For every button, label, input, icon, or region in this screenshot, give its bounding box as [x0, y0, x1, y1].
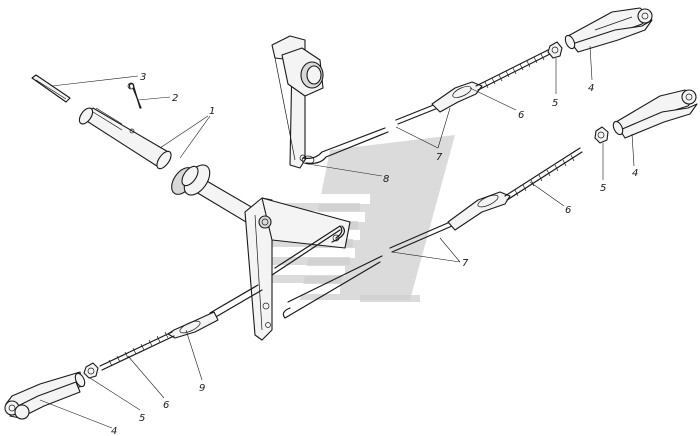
callout-5-right: 5	[600, 183, 606, 194]
callout-1: 1	[209, 106, 215, 117]
lower-rod-assembly	[4, 284, 263, 420]
callout-7-upper: 7	[436, 152, 443, 163]
middle-rod-assembly	[271, 147, 583, 319]
callout-labels: 3 2 1 4 5 6 7 8 5 4 6 7 9 6 5 4	[111, 72, 638, 436]
callout-4-upper: 4	[588, 83, 594, 94]
callout-3: 3	[140, 72, 146, 83]
callout-4-right: 4	[632, 168, 638, 179]
right-clevis-assembly	[594, 89, 698, 144]
upper-rod-assembly	[301, 7, 653, 165]
callout-6-lower: 6	[163, 400, 169, 411]
leader-lines	[39, 45, 635, 429]
callout-6-middle: 6	[565, 205, 571, 216]
key-part	[31, 74, 71, 103]
callout-5-upper: 5	[552, 98, 558, 109]
cotter-pin-part	[127, 82, 142, 109]
callout-5-lower: 5	[139, 413, 145, 424]
callout-9: 9	[199, 383, 205, 394]
callout-7-lower: 7	[462, 258, 469, 269]
lever-plate-part	[244, 197, 351, 341]
callout-8: 8	[383, 174, 389, 185]
main-shaft-part	[171, 164, 266, 229]
callout-6-upper: 6	[518, 110, 524, 121]
pedal-bracket-part	[271, 35, 324, 169]
shaft-sleeve-part	[78, 107, 172, 170]
callout-2: 2	[172, 93, 178, 104]
callout-4-lower: 4	[111, 426, 117, 436]
